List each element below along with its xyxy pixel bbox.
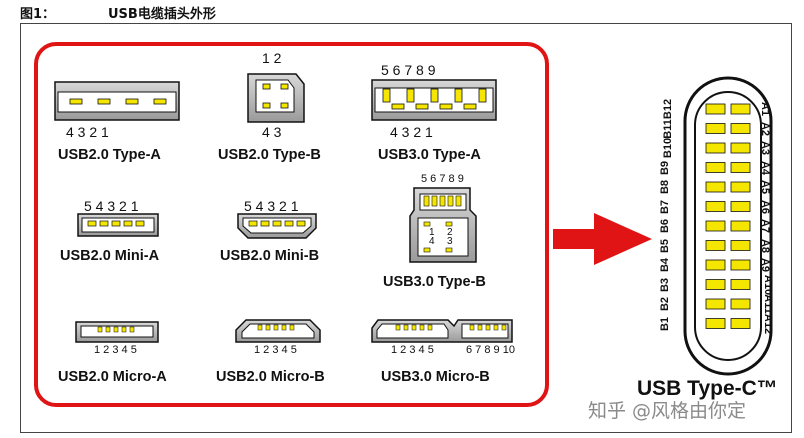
usb30-type-a-pin-top: 5 6 7 8 9 xyxy=(381,62,436,78)
usb20-type-b-pin-top: 1 2 xyxy=(262,50,282,66)
usb20-type-b-label: USB2.0 Type-B xyxy=(218,147,321,163)
type-c-pin-label-a9: A9 xyxy=(759,257,772,273)
type-c-pin-label-a5: A5 xyxy=(759,179,772,195)
usb30-micro-b-pin-right: 6 7 8 9 10 xyxy=(466,344,515,356)
usb20-mini-a-drawing xyxy=(77,213,159,237)
type-c-pin-left xyxy=(705,123,726,134)
type-c-pin-right xyxy=(730,298,751,310)
usb30-type-a-drawing xyxy=(371,79,497,121)
type-c-pin-label-b11: B11 xyxy=(661,118,674,139)
type-c-pin-left xyxy=(705,142,726,154)
usb20-type-a-label: USB2.0 Type-A xyxy=(58,147,161,163)
type-c-pin-label-b2: B2 xyxy=(659,296,672,312)
type-c-pin-left xyxy=(705,240,726,251)
type-c-pin-right xyxy=(730,318,751,329)
type-c-pin-label-b7: B7 xyxy=(659,199,672,214)
type-c-pin-left xyxy=(705,298,726,310)
type-c-pin-label-a10: A10 xyxy=(762,274,775,295)
figure-number: 图1： xyxy=(20,7,56,22)
type-c-pin-label-a4: A4 xyxy=(759,160,772,175)
usb20-micro-a-drawing xyxy=(75,321,159,343)
type-c-pin-left xyxy=(705,259,726,271)
type-c-pin-label-b10: B10 xyxy=(662,137,675,159)
usb30-type-a-label: USB3.0 Type-A xyxy=(378,147,481,163)
type-c-pin-right xyxy=(730,240,751,251)
type-c-pin-left xyxy=(705,201,726,212)
type-c-pin-label-a7: A7 xyxy=(759,218,772,234)
red-arrow xyxy=(553,213,652,265)
type-c-pin-right xyxy=(730,142,751,154)
type-c-pin-label-b6: B6 xyxy=(659,218,672,234)
type-c-pin-label-b3: B3 xyxy=(659,277,672,292)
type-c-pin-right xyxy=(730,220,751,232)
type-c-pin-label-b8: B8 xyxy=(659,179,672,195)
type-c-pin-label-b4: B4 xyxy=(659,257,672,273)
type-c-pin-right xyxy=(730,181,751,193)
type-c-pin-label-a3: A3 xyxy=(759,140,772,156)
usb20-mini-a-pin-numbers: 5 4 3 2 1 xyxy=(84,198,139,214)
type-c-pin-left xyxy=(705,181,726,193)
type-c-pin-label-b1: B1 xyxy=(659,316,672,331)
usb-type-c-label: USB Type-C™ xyxy=(637,377,778,400)
usb30-type-b-pin-left: 1 4 xyxy=(429,227,435,247)
usb20-mini-b-label: USB2.0 Mini-B xyxy=(220,248,320,264)
type-c-pin-label-a8: A8 xyxy=(759,238,772,253)
type-c-pin-left xyxy=(705,220,726,232)
type-c-pin-label-b5: B5 xyxy=(659,238,672,253)
type-c-pin-right xyxy=(730,103,751,115)
usb20-mini-a-label: USB2.0 Mini-A xyxy=(60,248,160,264)
type-c-pin-right xyxy=(730,123,751,134)
type-c-pin-left xyxy=(705,318,726,329)
usb20-micro-a-pin-numbers: 1 2 3 4 5 xyxy=(94,344,137,356)
usb20-micro-b-pin-numbers: 1 2 3 4 5 xyxy=(254,344,297,356)
usb30-micro-b-label: USB3.0 Micro-B xyxy=(381,369,490,385)
usb30-micro-b-pin-left: 1 2 3 4 5 xyxy=(391,344,434,356)
usb-type-c-drawing xyxy=(683,76,773,376)
figure-caption: 图1： USB电缆插头外形 xyxy=(20,3,216,22)
usb30-type-a-pin-bottom: 4 3 2 1 xyxy=(390,124,433,140)
usb20-type-a-drawing xyxy=(54,81,180,121)
type-c-pin-label-a2: A2 xyxy=(759,121,772,136)
usb30-type-b-label: USB3.0 Type-B xyxy=(383,274,486,290)
usb20-micro-b-drawing xyxy=(235,319,321,343)
usb20-type-a-pin-numbers: 4 3 2 1 xyxy=(66,124,109,140)
type-c-pin-label-a6: A6 xyxy=(759,199,772,214)
usb20-mini-b-pin-numbers: 5 4 3 2 1 xyxy=(244,198,299,214)
watermark: 知乎 @风格由你定 xyxy=(588,400,747,422)
type-c-pin-label-a11: A11 xyxy=(761,294,774,314)
usb30-type-b-drawing xyxy=(409,187,477,263)
type-c-pin-label-b12: B12 xyxy=(662,98,675,120)
type-c-pin-label-b9: B9 xyxy=(659,160,672,175)
connector-group-box xyxy=(34,42,549,407)
usb30-type-b-pin-top: 5 6 7 8 9 xyxy=(421,173,464,185)
type-c-pin-label-a12: A12 xyxy=(762,313,775,334)
figure-frame xyxy=(20,23,792,433)
usb20-micro-a-label: USB2.0 Micro-A xyxy=(58,369,167,385)
usb20-micro-b-label: USB2.0 Micro-B xyxy=(216,369,325,385)
usb30-type-b-pin-right: 2 3 xyxy=(447,227,453,247)
type-c-pin-label-a1: A1 xyxy=(759,101,772,117)
type-c-pin-right xyxy=(730,259,751,271)
type-c-pin-left xyxy=(705,103,726,115)
type-c-pin-right xyxy=(730,162,751,173)
type-c-pin-right xyxy=(730,279,751,290)
figure-title: USB电缆插头外形 xyxy=(108,7,216,22)
type-c-pin-left xyxy=(705,162,726,173)
usb20-type-b-drawing xyxy=(247,73,305,123)
type-c-pin-right xyxy=(730,201,751,212)
type-c-pin-left xyxy=(705,279,726,290)
usb20-mini-b-drawing xyxy=(237,213,317,239)
usb30-micro-b-drawing xyxy=(371,319,513,343)
usb20-type-b-pin-bottom: 4 3 xyxy=(262,124,282,140)
